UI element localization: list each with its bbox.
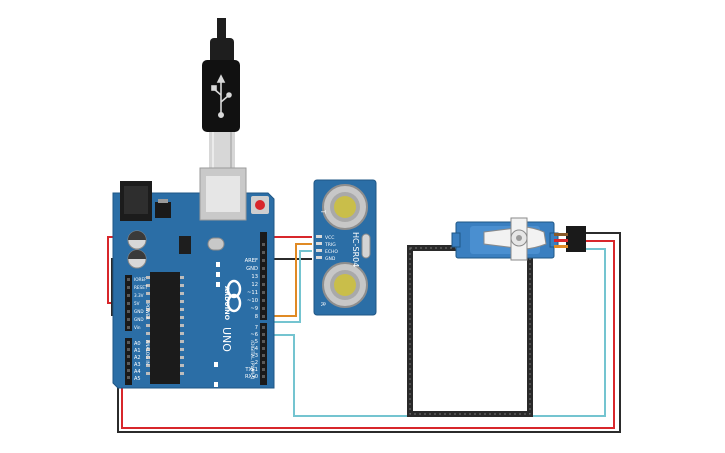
digital-pin-13: 13 <box>251 274 258 280</box>
sensor-pin-gnd: GND <box>325 256 336 262</box>
digital-pin-5: ~5 <box>250 339 258 345</box>
power-pin-3v3: 3.3V <box>134 293 144 298</box>
sensor-t-label: T <box>319 209 326 214</box>
sensor-crystal <box>361 233 371 259</box>
wire-signal-servo[interactable] <box>262 248 606 417</box>
analog-header <box>125 338 132 385</box>
power-pin-ioref: IOREF <box>134 277 147 282</box>
digital-pin-12: 12 <box>251 282 258 288</box>
usb-plug-boot <box>210 38 234 64</box>
sensor-pin-echo: ECHO <box>325 249 338 255</box>
frame-outer <box>407 245 533 417</box>
power-pin-gnd-1: GND <box>134 309 144 314</box>
digital-pin-6: ~6 <box>250 332 258 338</box>
power-title-label: POWER <box>144 303 150 320</box>
servo-motor[interactable] <box>451 217 586 261</box>
digital-pin-2: 2 <box>255 360 258 366</box>
wire-trig[interactable] <box>262 243 312 317</box>
analog-title-label: ANALOG IN <box>144 340 150 365</box>
power-pin-vin: Vin <box>134 325 141 330</box>
sensor-model-label: HC-SR04 <box>351 232 360 267</box>
breadboard-frame <box>407 244 533 417</box>
servo-connector <box>566 226 586 252</box>
analog-pin-a2: A2 <box>134 355 141 361</box>
digital-pin-8: 8 <box>255 314 258 320</box>
analog-pin-a1: A1 <box>134 348 141 354</box>
digital-pin-9: ~9 <box>250 306 258 312</box>
arduino-logo-icon <box>226 279 242 313</box>
digital-pin-aref: AREF <box>245 258 258 264</box>
ultrasonic-sensor[interactable]: VCC TRIG ECHO GND HC-SR04 T R <box>313 179 377 316</box>
analog-pin-a0: A0 <box>134 341 141 347</box>
digital-pin-7: 7 <box>255 325 258 331</box>
sensor-pin-trig: TRIG <box>324 242 336 248</box>
voltage-regulator <box>155 202 171 218</box>
digital-pin-gnd: GND <box>246 266 258 272</box>
power-pin-reset: RESET <box>134 285 148 290</box>
crystal-oscillator <box>207 237 225 251</box>
digital-pin-11: ~11 <box>247 290 258 296</box>
power-pin-5v: 5V <box>134 301 140 306</box>
digital-pin-10: ~10 <box>247 298 258 304</box>
digital-pin-3: ~3 <box>250 353 258 359</box>
analog-pin-a3: A3 <box>134 362 141 368</box>
usb-symbol-icon <box>211 74 232 119</box>
digital-pin-0: RX◂0 <box>245 374 258 380</box>
sensor-pin-vcc: VCC <box>325 235 334 241</box>
usb-cable <box>202 18 240 168</box>
analog-pin-a5: A5 <box>134 376 141 382</box>
wire-echo[interactable] <box>262 250 312 323</box>
arduino-uno-board[interactable]: ARDUINO UNO DIGITAL (PWM~) POWER ANALOG … <box>112 167 275 389</box>
digital-pin-4: 4 <box>255 346 259 352</box>
digital-pin-1: TX▸1 <box>244 367 258 373</box>
atmega-chip <box>150 272 180 384</box>
sensor-r-label: R <box>319 302 326 306</box>
arduino-brand-label: ARDUINO <box>223 286 231 321</box>
analog-pin-a4: A4 <box>134 369 141 375</box>
power-pin-gnd-2: GND <box>134 317 144 322</box>
arduino-model-label: UNO <box>220 327 233 352</box>
digital-title-label: DIGITAL (PWM~) <box>249 342 255 380</box>
usb-cable-cord <box>217 18 226 48</box>
